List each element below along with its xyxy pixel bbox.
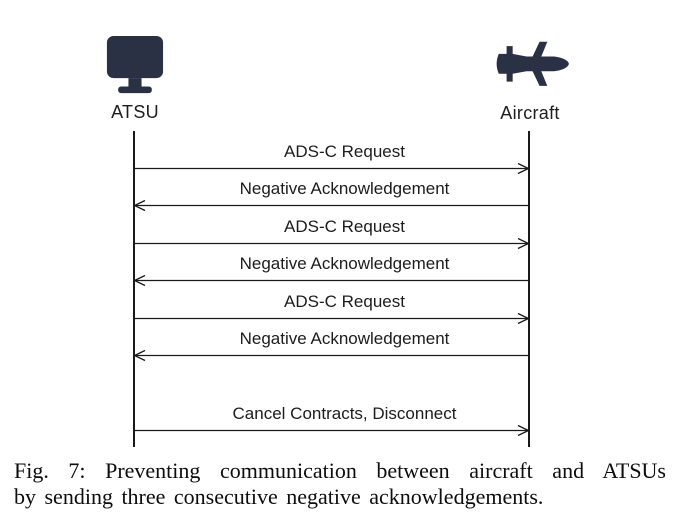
message-arrow xyxy=(134,237,530,249)
message: Negative Acknowledgement xyxy=(133,253,530,287)
message: Negative Acknowledgement xyxy=(133,328,530,362)
message-arrow xyxy=(134,162,530,174)
message: ADS-C Request xyxy=(133,141,530,175)
message-label: Cancel Contracts, Disconnect xyxy=(232,404,457,423)
actor-aircraft: Aircraft xyxy=(488,40,572,124)
message: ADS-C Request xyxy=(133,291,530,325)
message-arrow xyxy=(133,349,529,362)
caption-line-2: by sending three consecutive negative ac… xyxy=(14,484,544,509)
message-label: Negative Acknowledgement xyxy=(239,179,450,198)
message-arrow xyxy=(134,312,530,324)
actor-aircraft-label: Aircraft xyxy=(500,103,560,123)
message-label: ADS-C Request xyxy=(284,141,405,161)
actor-atsu-label: ATSU xyxy=(111,102,159,122)
monitor-icon xyxy=(105,36,165,94)
actor-atsu: ATSU xyxy=(95,36,175,123)
message-label: Negative Acknowledgement xyxy=(239,329,450,348)
caption-line-1: Fig. 7: Preventing communication between… xyxy=(14,458,666,483)
message: Negative Acknowledgement xyxy=(133,178,530,212)
message-arrow xyxy=(133,199,529,212)
message-arrow xyxy=(134,424,530,437)
message-label: Negative Acknowledgement xyxy=(239,254,450,273)
figure-caption: Fig. 7: Preventing communication between… xyxy=(14,458,666,510)
message-arrow xyxy=(133,274,529,287)
message: Cancel Contracts, Disconnect xyxy=(133,403,530,437)
airplane-icon xyxy=(488,40,572,92)
message: ADS-C Request xyxy=(133,216,530,250)
message-label: ADS-C Request xyxy=(284,291,405,311)
lifeline-aircraft xyxy=(528,131,530,447)
message-label: ADS-C Request xyxy=(284,216,405,236)
lifeline-atsu xyxy=(133,131,135,447)
